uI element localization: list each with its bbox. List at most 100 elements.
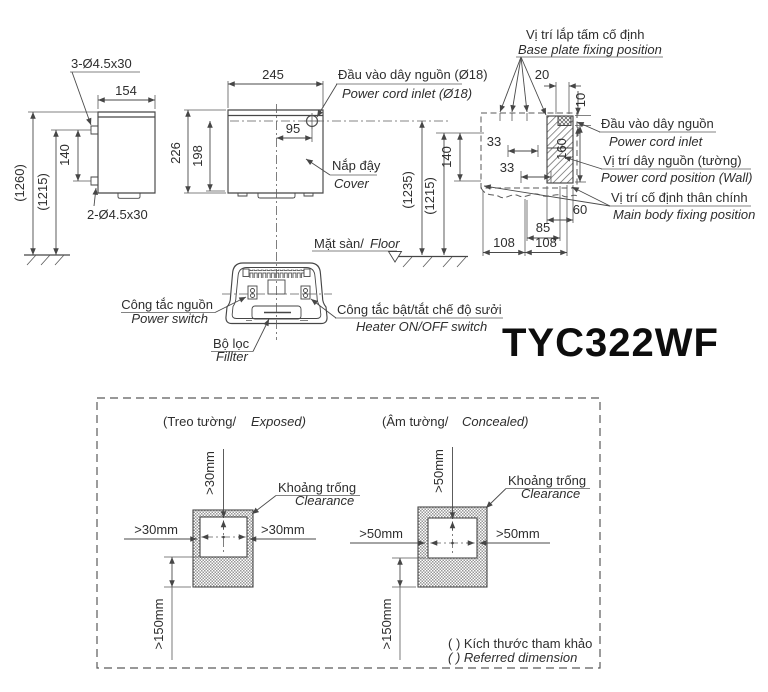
- body-fix-leader-2: [483, 184, 611, 207]
- dim-85-extensions: [526, 186, 561, 241]
- dim-20-extensions: [555, 82, 570, 114]
- bottom-inner-outline: [231, 267, 322, 319]
- reference-note-en: ( ) Referred dimension: [448, 650, 577, 665]
- bottom-outer-outline: [225, 262, 328, 325]
- concealed-center-dot: [451, 541, 454, 545]
- body-fix-label-vi: Vị trí cố định thân chính: [611, 190, 748, 205]
- exposed-clearance-leader: [251, 495, 277, 515]
- dim-33a: 33: [487, 134, 501, 149]
- dim-60: 60: [573, 202, 587, 217]
- exposed-clearance-label-en: Clearance: [295, 493, 354, 508]
- concealed-bottom-dim: >150mm: [379, 599, 394, 650]
- front-body-outline: [227, 109, 324, 194]
- side-view: 3-Ø4.5x30 2-Ø4.5x30 154 140 (1260) (1215…: [12, 56, 156, 266]
- front-extension-lines: [184, 81, 484, 194]
- side-mounting-tabs: [90, 125, 98, 186]
- filter-label-vi: Bộ lọc: [213, 336, 250, 351]
- dim-140: 140: [57, 144, 72, 166]
- dim-1215-left: (1215): [35, 173, 50, 211]
- dim-85: 85: [536, 220, 550, 235]
- floor-label-vi: Mặt sàn/: [314, 236, 364, 251]
- fixing-point-ticks: [499, 113, 528, 121]
- vent-end-right: [303, 268, 311, 277]
- exposed-bottom-dim: >150mm: [151, 599, 166, 650]
- concealed-top-dim: >50mm: [431, 449, 446, 493]
- screws-bottom-label: 2-Ø4.5x30: [87, 207, 148, 222]
- floor-label-en: Floor: [370, 236, 400, 251]
- concealed-clearance-label-vi: Khoảng trống: [508, 473, 586, 488]
- dim-108b: 108: [535, 235, 557, 250]
- dim-108-extensions: [482, 185, 568, 256]
- exposed-clearance-label-vi: Khoảng trống: [278, 480, 356, 495]
- heater-switch-dot1: [303, 288, 308, 293]
- screws-top-label: 3-Ø4.5x30: [71, 56, 132, 71]
- dim-1260: (1260): [12, 164, 27, 202]
- wall-inlet-leader: [576, 121, 601, 133]
- model-number: TYC322WF: [502, 321, 719, 365]
- power-switch-label-en: Power switch: [131, 311, 208, 326]
- exposed-title-en: Exposed): [251, 414, 306, 429]
- clearance-section: (Treo tường/ Exposed) >30mm >30mm >30mm …: [96, 397, 601, 669]
- power-switch-leader: [214, 296, 247, 313]
- concealed-title-vi: (Âm tường/: [382, 414, 449, 429]
- base-plate-leader-2: [510, 56, 522, 113]
- floor-hatch-right: [402, 256, 467, 268]
- dim-140-right: 140: [439, 146, 454, 168]
- cord-pos-label-en: Power cord position (Wall): [601, 170, 752, 185]
- cord-pos-label-vi: Vị trí dây nguồn (tường): [603, 153, 742, 168]
- unit-dashed-outline: [480, 112, 578, 189]
- filter-label-en: Fillter: [216, 349, 248, 364]
- heater-switch: [300, 285, 311, 300]
- dim-198: 198: [190, 145, 205, 167]
- power-switch-dot2: [250, 293, 255, 298]
- body-fix-label-en: Main body fixing position: [613, 207, 755, 222]
- dim-226: 226: [168, 142, 183, 164]
- filter-leader: [252, 318, 270, 352]
- bottom-view: Công tắc nguồn Power switch Bộ lọc Fillt…: [121, 252, 503, 364]
- dim-245: 245: [262, 67, 284, 82]
- inlet-label-vi: Đầu vào dây nguồn (Ø18): [338, 67, 488, 82]
- front-feet: [237, 192, 314, 199]
- base-plate-leader-3: [520, 56, 530, 113]
- screws-top-leader: [71, 71, 92, 126]
- dim-33b: 33: [500, 160, 514, 175]
- dim-1235: (1235): [400, 171, 415, 209]
- cover-label-en: Cover: [334, 176, 369, 191]
- concealed-left-dim: >50mm: [359, 526, 403, 541]
- heater-switch-leader: [310, 298, 337, 319]
- dim-95: 95: [286, 121, 300, 136]
- dim-1215-right: (1215): [422, 177, 437, 215]
- exposed-left-dim: >30mm: [134, 522, 178, 537]
- concealed-title-en: Concealed): [462, 414, 529, 429]
- inlet-label-en: Power cord inlet (Ø18): [342, 86, 472, 101]
- heater-switch-dot2: [303, 293, 308, 298]
- concealed-right-dim: >50mm: [496, 526, 540, 541]
- wall-inlet-square: [557, 115, 572, 126]
- floor-reference: Mặt sàn/ Floor (1235) (1215): [312, 120, 468, 268]
- exposed-right-dim: >30mm: [261, 522, 305, 537]
- dim-20: 20: [535, 67, 549, 82]
- inlet-label-leader: [316, 83, 338, 118]
- exposed-title-vi: (Treo tường/: [163, 414, 236, 429]
- cover-label-leader: [305, 158, 331, 176]
- exposed-clearance-diagram: (Treo tường/ Exposed) >30mm >30mm >30mm …: [124, 414, 360, 660]
- dim-10: 10: [573, 93, 588, 107]
- wall-inlet-label-vi: Đầu vào dây nguồn: [601, 116, 714, 131]
- body-fix-leader-1: [571, 186, 611, 207]
- side-extension-lines: [28, 95, 156, 182]
- dim-108a: 108: [493, 235, 515, 250]
- cover-label-vi: Nắp đậy: [332, 158, 381, 173]
- vent-end-left: [242, 268, 250, 277]
- base-plate-leader-4: [520, 56, 547, 116]
- power-switch: [247, 285, 258, 300]
- exposed-center-dot: [222, 535, 225, 539]
- concealed-clearance-label-en: Clearance: [521, 486, 580, 501]
- side-body-outline: [97, 111, 156, 194]
- unit-dashed-bottom-profile: [480, 187, 578, 199]
- power-switch-dot1: [250, 288, 255, 293]
- concealed-clearance-diagram: (Âm tường/ Concealed) >50mm >50mm >50mm …: [350, 414, 590, 660]
- side-bottom-foot: [117, 192, 141, 199]
- reference-note-vi: ( ) Kích thước tham khảo: [448, 636, 592, 651]
- cord-pos-leader: [563, 156, 603, 170]
